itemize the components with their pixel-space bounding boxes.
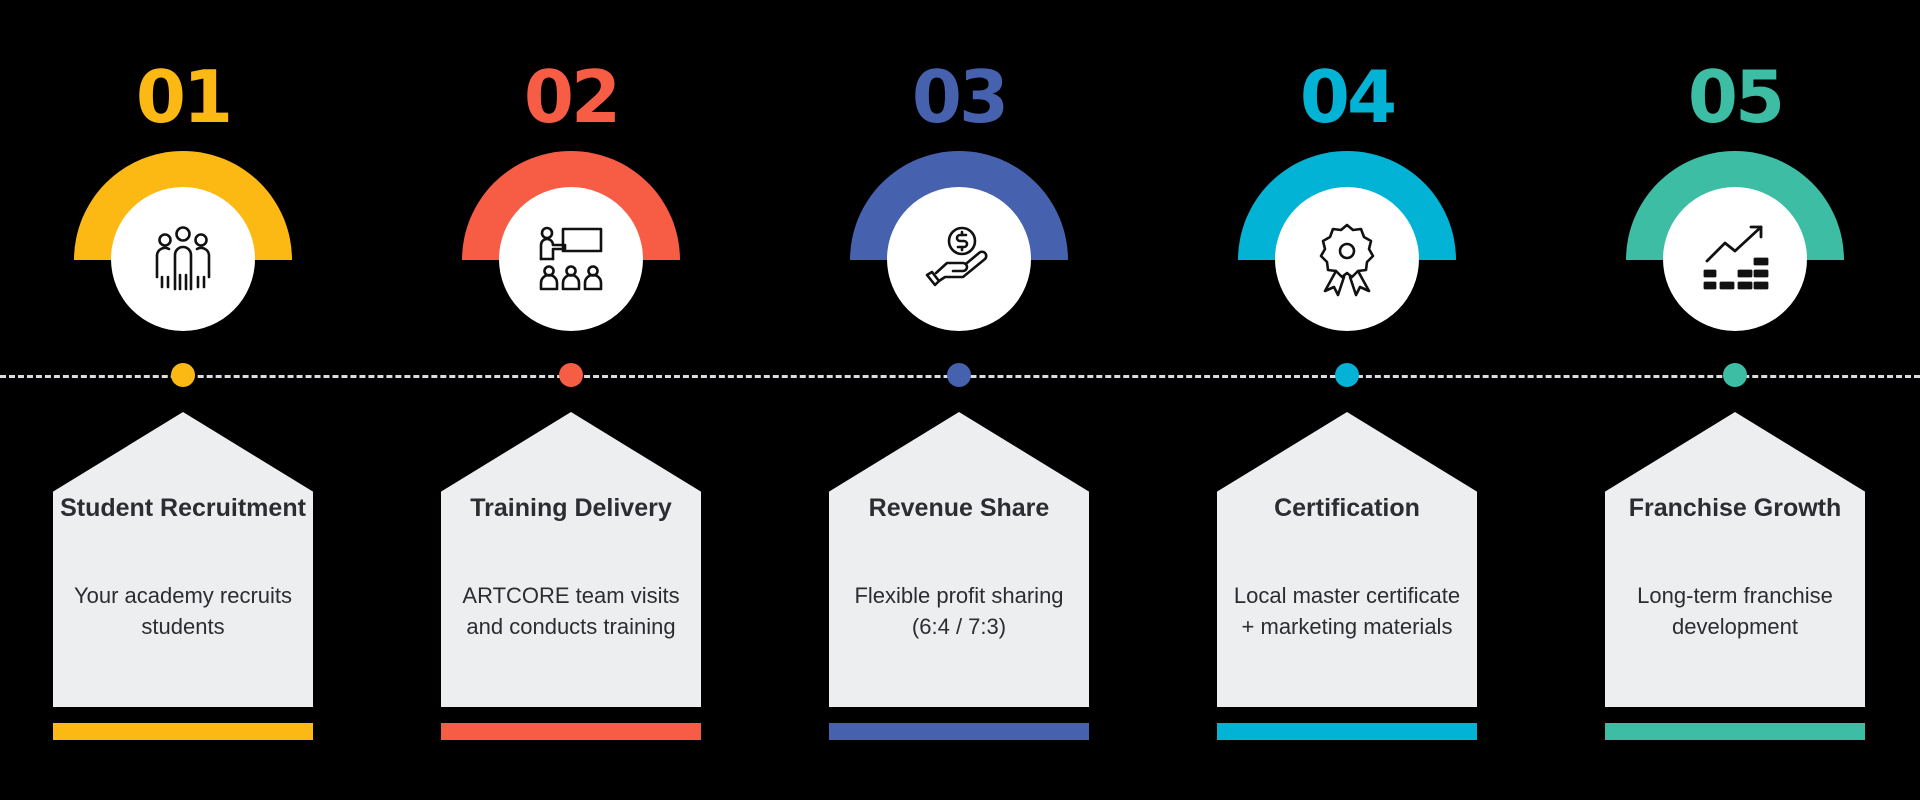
icon-badge — [1663, 187, 1807, 331]
step-description: Long-term franchise development — [1637, 583, 1833, 639]
color-bar — [1605, 723, 1865, 740]
step-title: Certification — [1274, 494, 1420, 522]
timeline-dot — [559, 363, 583, 387]
presentation-classroom-icon — [539, 226, 603, 291]
step-title: Training Delivery — [470, 494, 672, 522]
color-bar — [441, 723, 701, 740]
icon-badge — [499, 187, 643, 331]
step-5: 05 Franchise Growth Long-term franchise … — [1603, 0, 1867, 800]
step-1: 01 Student Recruitment Your academy recr… — [51, 0, 315, 800]
step-2: 02 Training Delivery ARTCORE team visits… — [439, 0, 703, 800]
step-3: 03 Revenue Share Flexible profit sharing… — [827, 0, 1091, 800]
step-card: Training Delivery ARTCORE team visits an… — [441, 412, 701, 707]
step-number: 04 — [1299, 55, 1397, 139]
color-bar — [53, 723, 313, 740]
growth-chart-icon — [1703, 225, 1769, 290]
step-number: 02 — [523, 55, 621, 139]
step-description: Your academy recruits students — [73, 583, 293, 639]
step-title: Franchise Growth — [1628, 494, 1842, 522]
timeline-dot — [171, 363, 195, 387]
step-4: 04 Certification Local master certificat… — [1215, 0, 1479, 800]
step-description: Flexible profit sharing (6:4 / 7:3) — [854, 583, 1064, 639]
icon-badge — [887, 187, 1031, 331]
timeline-dot — [1723, 363, 1747, 387]
color-bar — [829, 723, 1089, 740]
timeline-dot — [1335, 363, 1359, 387]
step-description: ARTCORE team visits and conducts trainin… — [462, 583, 680, 639]
timeline-dot — [947, 363, 971, 387]
step-number: 05 — [1687, 55, 1785, 139]
step-number: 03 — [911, 55, 1009, 139]
step-card: Certification Local master certificate +… — [1217, 412, 1477, 707]
group-people-icon — [155, 226, 211, 291]
step-card: Franchise Growth Long-term franchise dev… — [1605, 412, 1865, 707]
step-card: Student Recruitment Your academy recruit… — [53, 412, 313, 707]
step-title: Student Recruitment — [60, 494, 306, 522]
color-bar — [1217, 723, 1477, 740]
award-ribbon-icon — [1319, 223, 1375, 297]
icon-badge — [1275, 187, 1419, 331]
icon-badge — [111, 187, 255, 331]
step-card: Revenue Share Flexible profit sharing (6… — [829, 412, 1089, 707]
step-number: 01 — [135, 55, 233, 139]
hand-money-icon — [925, 226, 988, 287]
step-title: Revenue Share — [868, 494, 1050, 522]
step-description: Local master certificate + marketing mat… — [1233, 583, 1461, 639]
